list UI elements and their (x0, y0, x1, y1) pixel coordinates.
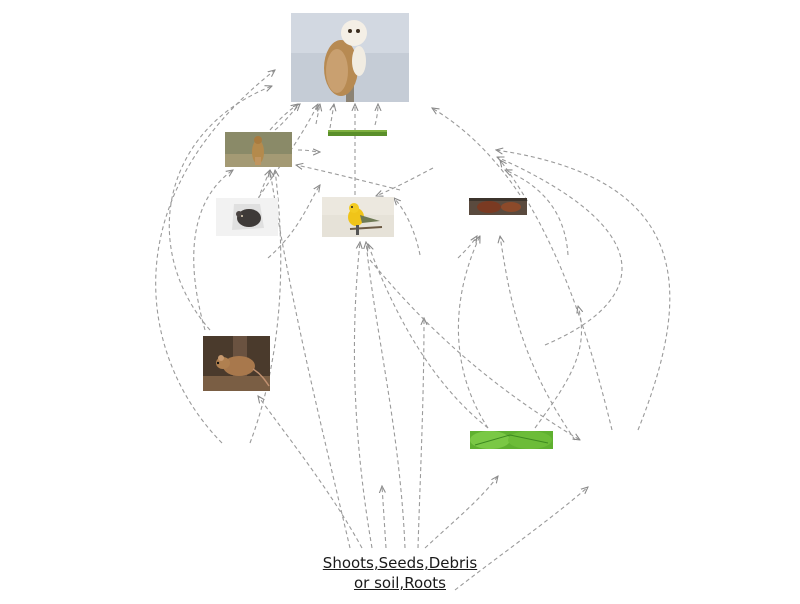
arrow-bird-side (394, 198, 421, 256)
arrow-base-to-mid2 (417, 318, 424, 549)
arrow-left-inner-to-owl (168, 86, 272, 331)
arrow-insect-to-owl (432, 108, 521, 196)
arrow-bird-mid-right (369, 259, 580, 440)
arrow-base-to-mid (382, 486, 387, 549)
arrow-leaf-to-insect (457, 236, 489, 429)
producer-label-line1: Shoots,Seeds,Debris (322, 554, 478, 572)
arrow-base-to-bird-1 (353, 242, 373, 549)
producer-label: Shoots,Seeds,Debris or soil,Roots (300, 553, 500, 593)
arrow-right-mid (497, 157, 623, 346)
weasel-photo (225, 132, 292, 167)
arrow-far-right (496, 150, 671, 431)
arrow-base-to-bird-2 (366, 242, 406, 549)
arrow-right-to-insect-top (500, 160, 613, 431)
arrow-leaf-to-up (534, 306, 581, 429)
arrow-left-to-weasel (193, 170, 233, 331)
arrow-leaf2-to-insect (500, 236, 576, 441)
arrow-mid-to-owl-1 (316, 104, 320, 125)
green-leaf-photo (470, 431, 553, 449)
beetle-photo (469, 198, 527, 215)
barn-owl-photo (291, 13, 409, 102)
producer-label-line2: or soil,Roots (353, 574, 446, 592)
arrow-right-loop (505, 170, 569, 256)
arrow-mouse-to-weasel (249, 170, 282, 444)
arrow-base-to-weasel-long (270, 170, 351, 549)
arrow-mid-to-shrew (267, 185, 320, 259)
arrow-weasel-to-owl-2 (297, 150, 320, 152)
arrow-leaf-to-bird (368, 244, 489, 429)
arrow-right-to-bird (376, 167, 434, 196)
arrow-mid-to-owl-2 (330, 104, 334, 129)
arrow-insect-down-up (457, 236, 477, 259)
arrow-base-to-right (454, 487, 588, 591)
mouse-photo (203, 336, 270, 391)
arrow-left-outer-to-owl (155, 70, 275, 444)
arrow-shrew-to-owl (239, 104, 318, 236)
shrew-photo (216, 198, 278, 236)
green-plant-strip (328, 130, 387, 136)
arrow-base-to-mouse (258, 396, 363, 549)
arrow-strip-to-owl (375, 104, 378, 126)
arrow-base-to-leaf (424, 476, 498, 549)
yellow-songbird-photo (322, 197, 394, 237)
arrow-weasel2-to-owl (269, 104, 298, 131)
arrow-bird-to-weasel (296, 165, 401, 191)
arrow-weasel-to-owl (274, 104, 300, 131)
